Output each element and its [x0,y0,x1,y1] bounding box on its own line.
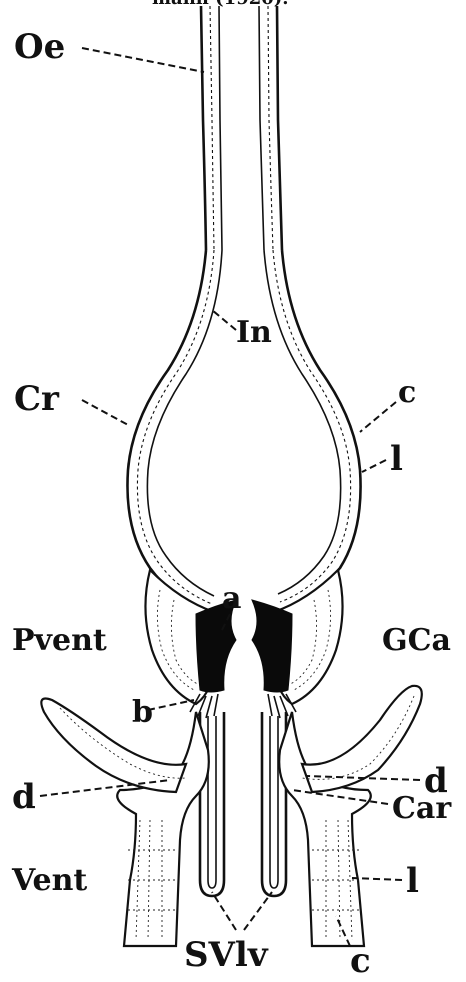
label-a: a [222,581,241,616]
label-c-upper: c [398,375,416,410]
label-in: In [236,315,272,350]
leader-oe [82,48,204,72]
label-cr: Cr [14,379,60,419]
leader-svlv-right [244,892,272,930]
label-d-left: d [12,777,36,817]
label-oe: Oe [14,27,65,67]
label-car: Car [392,791,452,826]
label-l-lower: l [406,861,419,901]
label-pvent: Pvent [12,623,107,658]
oesophagus-left-wall [201,6,222,250]
leader-svlv-left [212,892,236,930]
leader-l-upper [362,460,386,472]
crop [127,250,360,612]
label-b: b [132,695,153,730]
oesophagus-right-wall [259,6,282,250]
leader-b [148,700,194,710]
leader-l-lower [352,878,402,880]
label-gca: GCa [382,623,451,658]
label-l-upper: l [390,439,403,479]
leader-in [212,310,236,330]
proventriculus [145,570,342,718]
leader-lines [40,48,420,946]
leader-cr [82,400,130,426]
stomodaeal-valve [200,712,286,896]
label-vent: Vent [11,863,87,898]
leader-c-upper [360,402,396,432]
label-c-lower: c [350,941,371,981]
gastric-caecum-left [41,699,208,947]
label-svlv: SVlv [184,935,269,975]
